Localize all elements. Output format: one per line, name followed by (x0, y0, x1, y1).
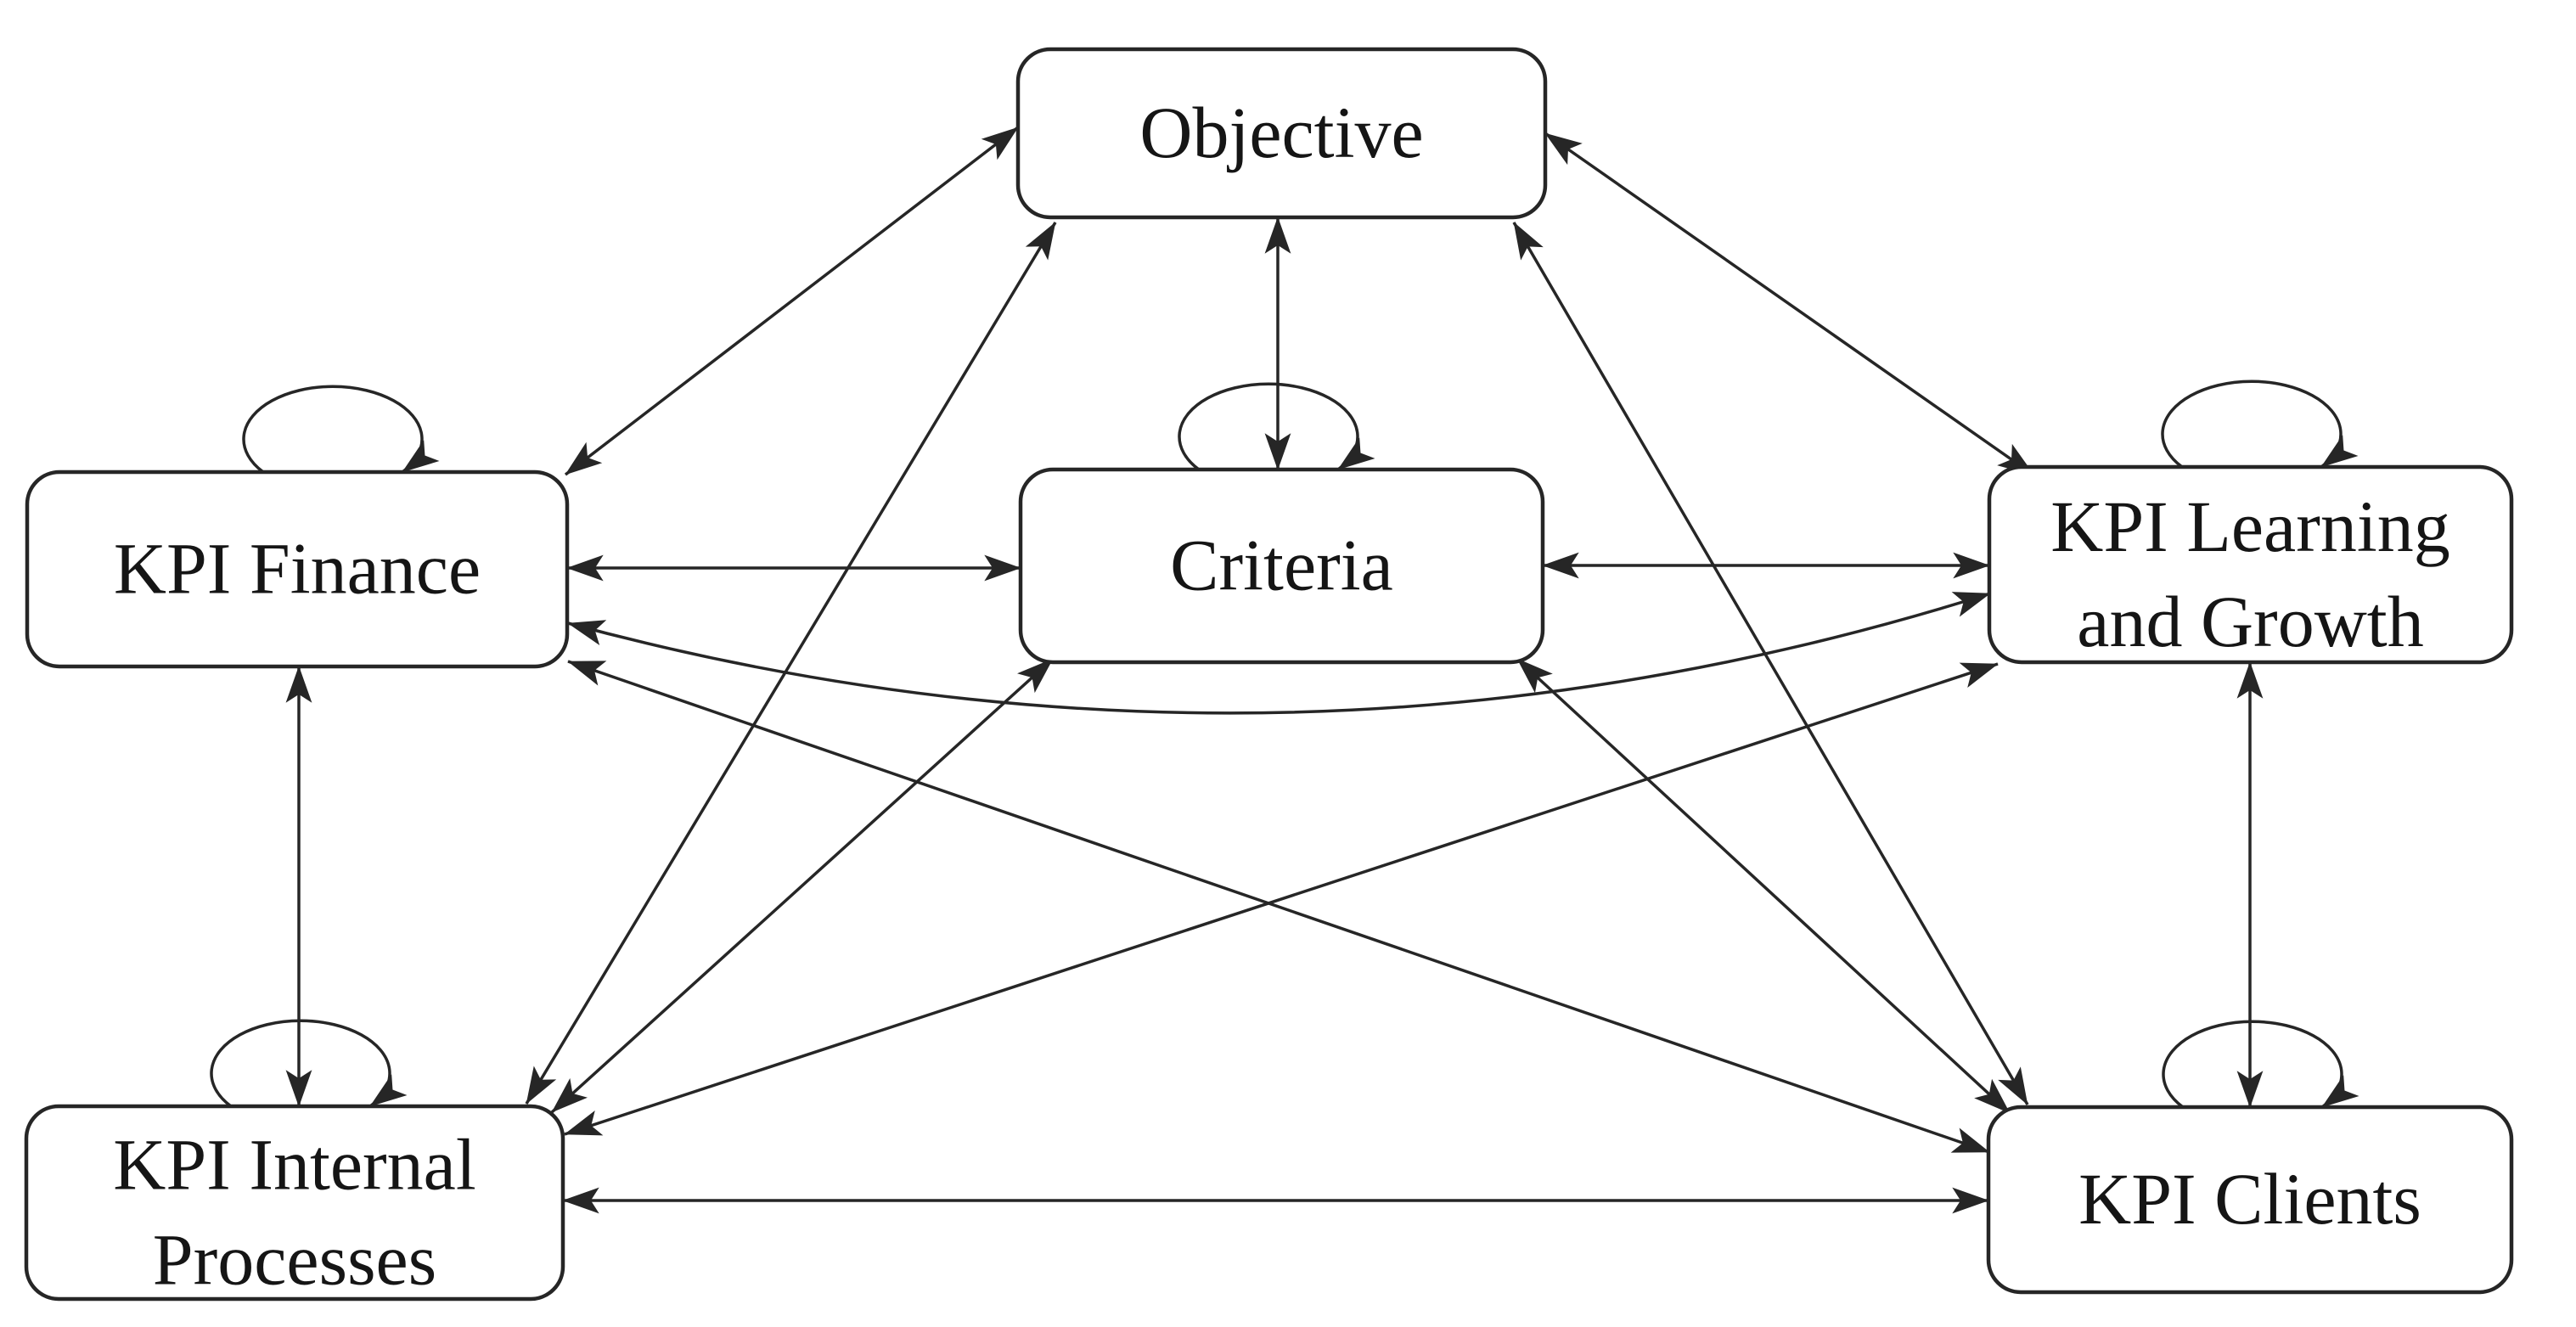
node-label-line: KPI Finance (114, 528, 481, 610)
node-kpi-learning-and-growth: KPI Learning and Growth (1987, 464, 2514, 665)
node-kpi-clients: KPI Clients (1986, 1105, 2514, 1295)
node-kpi-finance: KPI Finance (25, 470, 570, 669)
node-label-kpi-learning-and-growth: KPI Learning and Growth (2050, 486, 2449, 662)
node-label-line: KPI Clients (2078, 1158, 2421, 1240)
node-box-kpi-finance (25, 470, 570, 669)
self-loop-finance (242, 385, 440, 474)
self-loop-learning (2161, 380, 2359, 469)
edge-objective-learning (1544, 132, 2036, 477)
node-box-kpi-internal-processes (24, 1104, 565, 1302)
node-label-objective: Objective (1139, 92, 1423, 173)
edge-criteria-clients (1516, 657, 2011, 1115)
node-label-line: Criteria (1170, 525, 1393, 606)
edge-objective-clients (1512, 222, 2029, 1105)
node-label-line: KPI Internal (113, 1124, 475, 1206)
node-box-kpi-clients (1986, 1105, 2514, 1295)
edge-criteria-internal (550, 657, 1055, 1114)
edge-finance-clients (567, 660, 1990, 1154)
edges-layer (285, 126, 2264, 1214)
self-loops-layer (210, 380, 2359, 1109)
node-label-kpi-clients: KPI Clients (2078, 1158, 2421, 1240)
self-loop-clients (2162, 1020, 2359, 1109)
edge-internal-learning (564, 662, 1999, 1136)
self-loop-criteria (1178, 382, 1375, 471)
node-label-line: and Growth (2077, 581, 2423, 662)
node-objective: Objective (1015, 47, 1548, 220)
node-box-kpi-learning-and-growth (1987, 464, 2514, 665)
node-label-line: Objective (1139, 92, 1423, 173)
node-label-criteria: Criteria (1170, 525, 1393, 606)
node-box-criteria (1018, 467, 1545, 665)
node-label-line: KPI Learning (2050, 486, 2449, 567)
node-box-objective (1015, 47, 1548, 220)
node-label-kpi-finance: KPI Finance (114, 528, 481, 610)
node-label-line: Processes (153, 1219, 436, 1301)
edge-finance-learning-curve (567, 592, 1991, 715)
edge-objective-finance (564, 126, 1020, 476)
node-criteria: Criteria (1018, 467, 1545, 665)
edge-objective-internal (525, 222, 1057, 1105)
self-loop-internal (210, 1019, 408, 1108)
